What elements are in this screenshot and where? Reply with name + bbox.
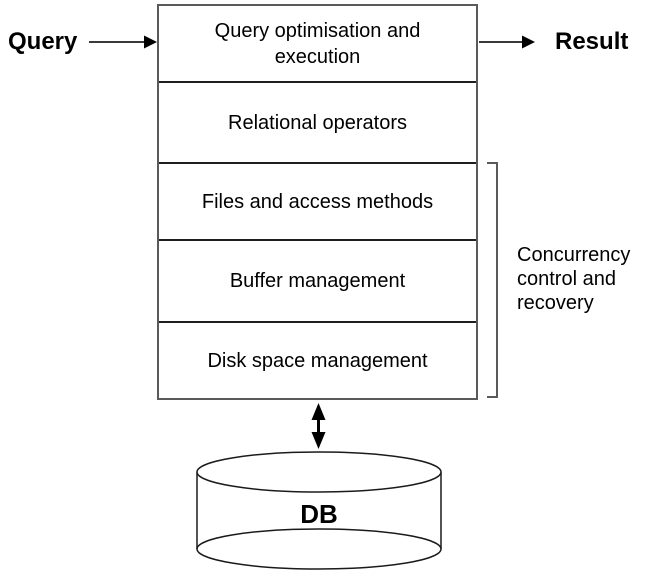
result-label: Result [555,28,629,55]
concurrency-control-label: Concurrency control and recovery [517,244,631,314]
result-arrow-icon [479,35,535,49]
layer-label: Disk space management [207,349,428,372]
layer-label: Files and access methods [201,190,434,213]
layer-disk-space-management: Disk space management [159,321,476,398]
layer-files-access-methods: Files and access methods [159,162,476,239]
layer-label: Query optimisation and execution [214,19,421,68]
layer-label: Buffer management [229,270,406,292]
query-label: Query [8,28,78,55]
layer-relational-operators: Relational operators [159,81,476,162]
layer-query-optimisation: Query optimisation and execution [159,6,476,81]
bidirectional-arrow-icon [311,403,326,449]
layer-stack: Query optimisation and execution Relatio… [157,4,478,400]
layer-buffer-management: Buffer management [159,239,476,321]
layer-label: Relational operators [228,111,407,134]
query-arrow-icon [89,35,157,49]
db-label: DB [300,499,338,529]
bracket [487,162,498,398]
